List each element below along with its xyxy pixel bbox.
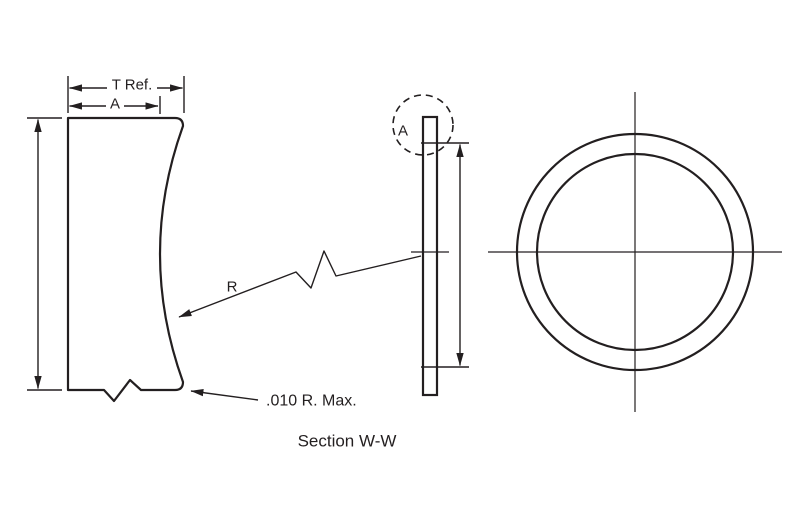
a-dimension [68,96,161,114]
edge-outline [421,115,439,397]
radius-note-label: .010 R. Max. [266,393,357,410]
section-caption: Section W-W [298,432,397,451]
edge-view: A [392,94,469,397]
t-ref-label: T Ref. [112,77,153,94]
r-leader-label: R [227,279,238,296]
r-leader-line [178,250,422,318]
t-ref-dimension [67,76,185,113]
height-dimension [27,117,62,391]
a-dimension-label: A [110,96,120,113]
front-view [488,92,782,412]
detail-callout-circle [392,94,454,156]
radius-note-leader [190,389,259,401]
section-outline [66,116,185,403]
section-view: T Ref. A R .010 R. Max. [27,76,422,410]
detail-callout-label: A [398,123,408,140]
